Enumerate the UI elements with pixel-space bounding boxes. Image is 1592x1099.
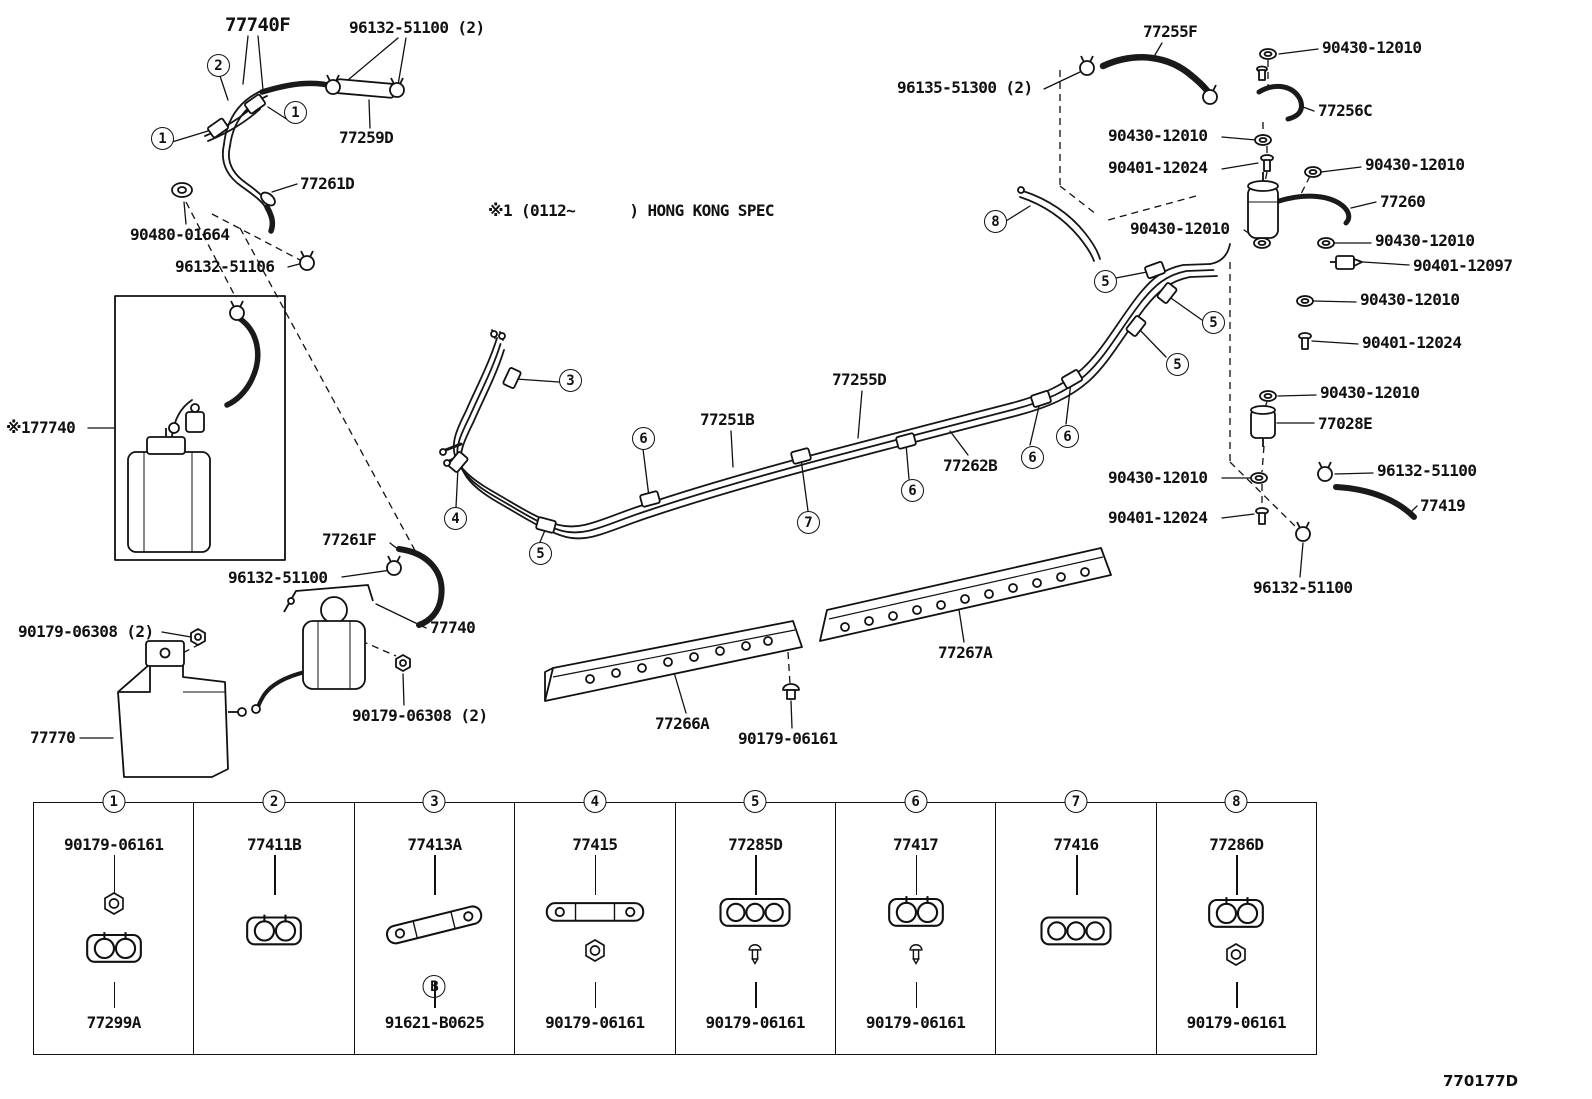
part-label: 91621-B0625 bbox=[384, 1013, 485, 1032]
part-label: 77416 bbox=[1053, 835, 1099, 854]
fuel-pipes bbox=[171, 89, 1231, 540]
leader-line bbox=[113, 855, 116, 895]
legend-column-6: 6 77417 90179-06161 bbox=[836, 790, 997, 1054]
part-label: 90179-06161 bbox=[64, 835, 164, 854]
part-label: 90179-06161 bbox=[545, 1013, 645, 1032]
nut-icon bbox=[580, 935, 610, 965]
clamp-icon bbox=[885, 887, 947, 933]
callout-1: 1 bbox=[102, 790, 126, 813]
leader-line bbox=[434, 855, 437, 895]
part-illustration bbox=[83, 888, 145, 969]
part-label: 77413A bbox=[407, 835, 462, 854]
part-illustration bbox=[243, 906, 305, 952]
dashed-lines bbox=[172, 60, 1311, 685]
leader-line bbox=[594, 855, 597, 895]
leader-line bbox=[755, 982, 757, 1008]
part-illustration bbox=[716, 887, 794, 970]
part-label: 90179-06161 bbox=[1186, 1013, 1287, 1032]
bracket-icon bbox=[544, 892, 646, 930]
hose-clips bbox=[229, 55, 1333, 576]
callout-8: 8 bbox=[1224, 790, 1248, 813]
legend-column-1: 1 90179-06161 77299A bbox=[34, 790, 195, 1054]
callout-6: 6 bbox=[904, 790, 928, 813]
diagram-code: 770177D bbox=[1443, 1072, 1519, 1090]
legend-column-5: 5 77285D 90179-06161 bbox=[676, 790, 836, 1054]
screw-icon bbox=[742, 938, 768, 970]
components bbox=[114, 48, 1363, 778]
callout-7: 7 bbox=[1064, 790, 1088, 813]
legend-column-8: 8 77286D 90179-06161 bbox=[1157, 790, 1316, 1054]
part-label: 77285D bbox=[728, 835, 783, 854]
part-illustration bbox=[380, 893, 488, 955]
callout-3: 3 bbox=[422, 790, 446, 813]
part-label: 77411B bbox=[246, 835, 302, 854]
leader-line bbox=[1075, 855, 1078, 895]
nut-icon bbox=[99, 888, 129, 918]
clamp-icon bbox=[243, 906, 305, 952]
leader-line bbox=[434, 982, 437, 1008]
legend-column-4: 4 77415 90179-06161 bbox=[515, 790, 676, 1054]
leader-line bbox=[274, 855, 276, 895]
callout-5: 5 bbox=[743, 790, 767, 813]
leader-line bbox=[113, 982, 116, 1008]
leader-line bbox=[594, 982, 597, 1008]
clamp3-icon bbox=[716, 887, 794, 933]
callout-2: 2 bbox=[262, 790, 286, 813]
nut-icon bbox=[1221, 939, 1251, 969]
clamp3-icon bbox=[1037, 906, 1115, 952]
legend-column-3: 377413AB91621-B0625 bbox=[355, 790, 516, 1054]
part-label: 77417 bbox=[892, 835, 939, 854]
leader-line bbox=[915, 855, 918, 895]
legend-column-2: 2 77411B bbox=[194, 790, 355, 1054]
leader-line bbox=[1236, 982, 1238, 1008]
part-label: 77415 bbox=[572, 835, 618, 854]
bracket-icon bbox=[380, 893, 488, 955]
part-label: 77286D bbox=[1209, 835, 1264, 854]
fuel-hoses bbox=[224, 54, 1417, 709]
clamp-icon bbox=[83, 923, 145, 969]
part-illustration bbox=[885, 887, 947, 970]
leader-lines bbox=[79, 35, 1418, 739]
part-label: 90179-06161 bbox=[705, 1013, 806, 1032]
part-illustration bbox=[1037, 906, 1115, 952]
clamp-icon bbox=[1205, 888, 1267, 934]
part-label: 77299A bbox=[86, 1013, 142, 1032]
screw-icon bbox=[903, 938, 929, 970]
part-illustration bbox=[1205, 888, 1267, 969]
part-label: 90179-06161 bbox=[865, 1013, 966, 1032]
leader-line bbox=[755, 855, 757, 895]
legend-column-7: 7 77416 bbox=[996, 790, 1157, 1054]
part-illustration bbox=[544, 892, 646, 965]
callout-4: 4 bbox=[583, 790, 607, 813]
leader-line bbox=[915, 982, 918, 1008]
legend-table: 190179-0616177299A277411B377413AB91621-B… bbox=[33, 790, 1317, 1055]
leader-line bbox=[1236, 855, 1238, 895]
